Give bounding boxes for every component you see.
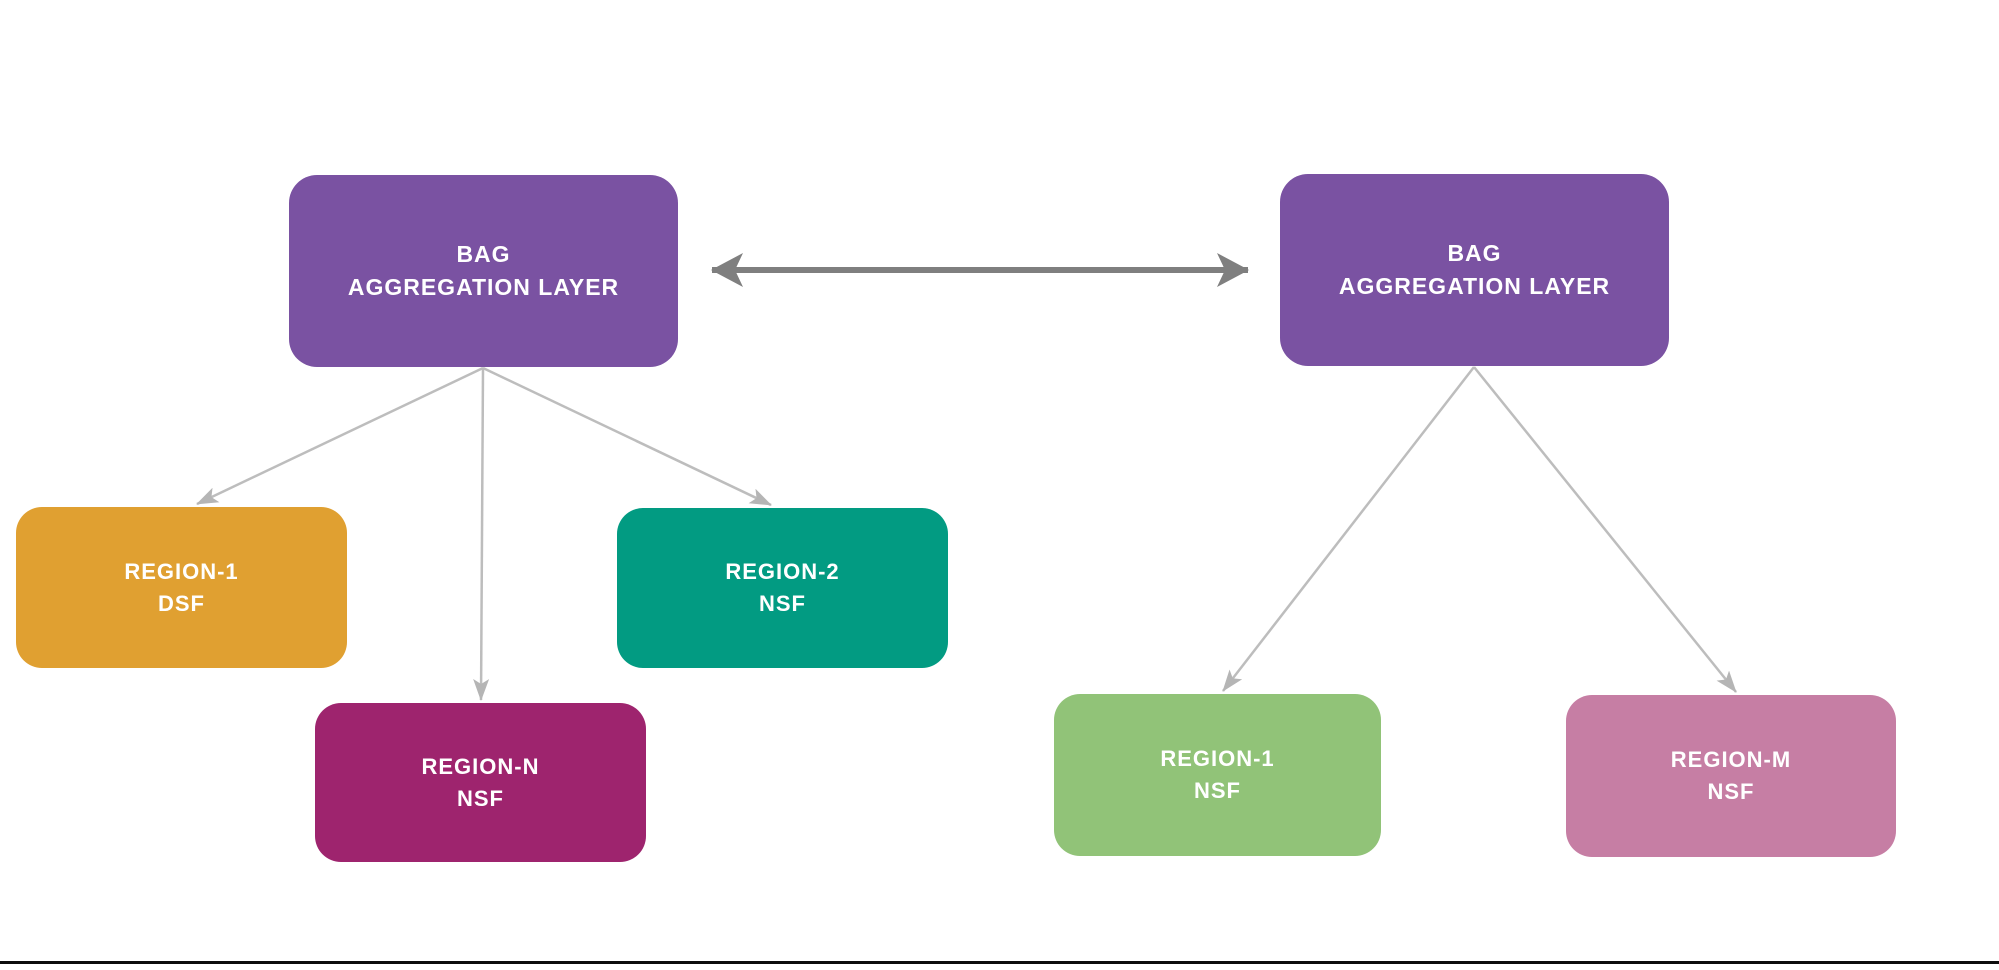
node-region-m-nsf: REGION-M NSF (1566, 695, 1896, 857)
node-bag-aggregation-layer-left: BAG AGGREGATION LAYER (289, 175, 678, 367)
node-label-line1: REGION-2 (725, 559, 840, 585)
edge-bag-right-region-1-nsf (1222, 366, 1475, 692)
node-region-n-nsf: REGION-N NSF (315, 703, 646, 862)
node-label-line2: NSF (1194, 778, 1241, 803)
edge-bag-left-region-1-dsf (196, 366, 484, 506)
node-label-line1: BAG (1447, 239, 1502, 266)
node-label-line1: REGION-1 (1160, 746, 1275, 772)
node-label-line1: REGION-N (421, 753, 540, 779)
footer-divider (0, 961, 1999, 964)
node-label-line2: DSF (158, 590, 205, 616)
edge-bag-left-region-2-nsf (482, 366, 772, 507)
node-region-2-nsf: REGION-2 NSF (617, 508, 948, 668)
node-region-1-dsf: REGION-1 DSF (16, 507, 347, 668)
node-label-line2: NSF (759, 591, 806, 616)
node-label-line1: REGION-1 (124, 558, 239, 584)
node-label-line2: AGGREGATION LAYER (1338, 273, 1611, 299)
node-label-line2: NSF (457, 785, 504, 811)
node-label-line2: AGGREGATION LAYER (347, 274, 620, 300)
node-bag-aggregation-layer-right: BAG AGGREGATION LAYER (1280, 174, 1669, 366)
node-label-line1: REGION-M (1670, 747, 1792, 773)
node-region-1-nsf: REGION-1 NSF (1054, 694, 1381, 856)
edge-bag-left-region-n-nsf (473, 367, 490, 701)
edge-bag-right-region-m-nsf (1473, 366, 1737, 693)
node-label-line1: BAG (456, 240, 511, 267)
node-label-line2: NSF (1707, 779, 1755, 804)
